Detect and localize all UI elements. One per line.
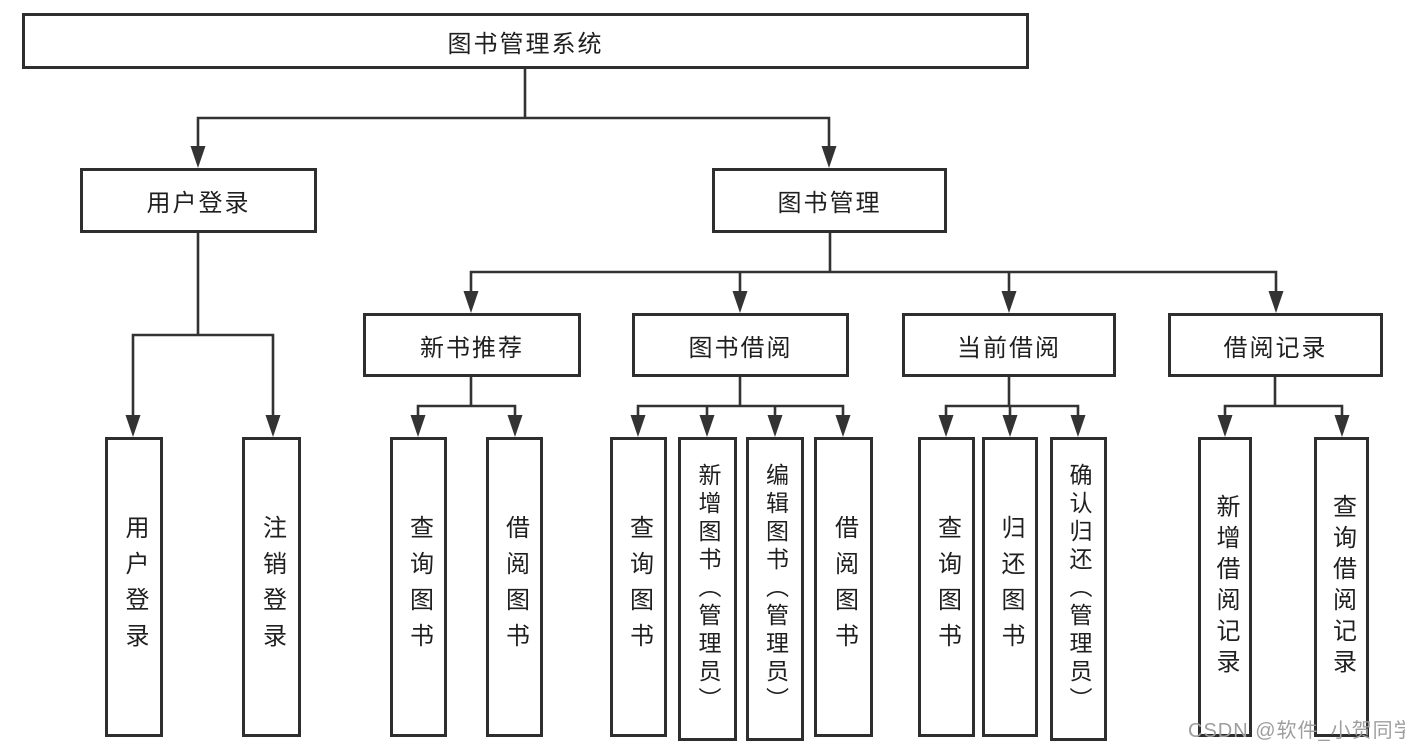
node-label: 新书推荐	[420, 334, 524, 362]
node-label: 新增图书（管理员）	[695, 463, 721, 715]
node-bb-edit-books-admin: 编辑图书（管理员）	[746, 437, 804, 741]
node-label: 图书借阅	[688, 334, 793, 362]
node-current-borrowing: 当前借阅	[902, 313, 1116, 377]
node-br-add-borrow-record: 新增借阅记录	[1198, 437, 1252, 737]
node-book-borrowing: 图书借阅	[632, 313, 849, 377]
node-label: 借阅图书	[501, 515, 529, 659]
csdn-watermark: CSDN @软件_小贺同学	[1188, 720, 1405, 742]
node-label: 借阅记录	[1223, 334, 1328, 362]
node-label: 用户登录	[121, 515, 148, 659]
node-label: 图书管理	[777, 190, 882, 217]
node-label: 查询图书	[933, 515, 961, 659]
arrowheads	[125, 146, 1350, 437]
node-new-book-recommendation: 新书推荐	[363, 313, 581, 377]
node-cb-return-books: 归还图书	[982, 437, 1038, 737]
node-label: 新增借阅记录	[1212, 494, 1239, 680]
node-bb-add-books-admin: 新增图书（管理员）	[678, 437, 737, 741]
node-label: 用户登录	[146, 190, 251, 217]
node-cb-confirm-return-admin: 确认归还（管理员）	[1050, 437, 1107, 741]
node-cb-query-books: 查询图书	[918, 437, 975, 737]
node-library-management-system: 图书管理系统	[22, 13, 1029, 69]
node-label: 注销登录	[258, 515, 286, 659]
node-nb-borrow-books: 借阅图书	[486, 437, 543, 737]
node-label: 查询借阅记录	[1328, 494, 1356, 680]
node-label: 查询图书	[625, 515, 653, 659]
node-label: 编辑图书（管理员）	[762, 463, 789, 715]
node-label: 图书管理系统	[447, 30, 604, 58]
node-label: 查询图书	[405, 515, 433, 659]
node-label: 归还图书	[997, 515, 1024, 659]
node-br-query-borrow-record: 查询借阅记录	[1314, 437, 1369, 737]
node-leaf-logout: 注销登录	[242, 437, 301, 737]
node-label: 借阅图书	[830, 515, 858, 659]
node-leaf-user-login: 用户登录	[105, 437, 163, 737]
node-bb-query-books: 查询图书	[610, 437, 667, 737]
node-bb-borrow-books: 借阅图书	[814, 437, 873, 737]
node-book-management: 图书管理	[712, 168, 947, 233]
node-user-login: 用户登录	[80, 168, 317, 233]
node-nb-query-books: 查询图书	[390, 437, 447, 737]
node-label: 当前借阅	[957, 334, 1061, 362]
node-label: 确认归还（管理员）	[1066, 463, 1092, 715]
node-borrowing-records: 借阅记录	[1168, 313, 1383, 377]
